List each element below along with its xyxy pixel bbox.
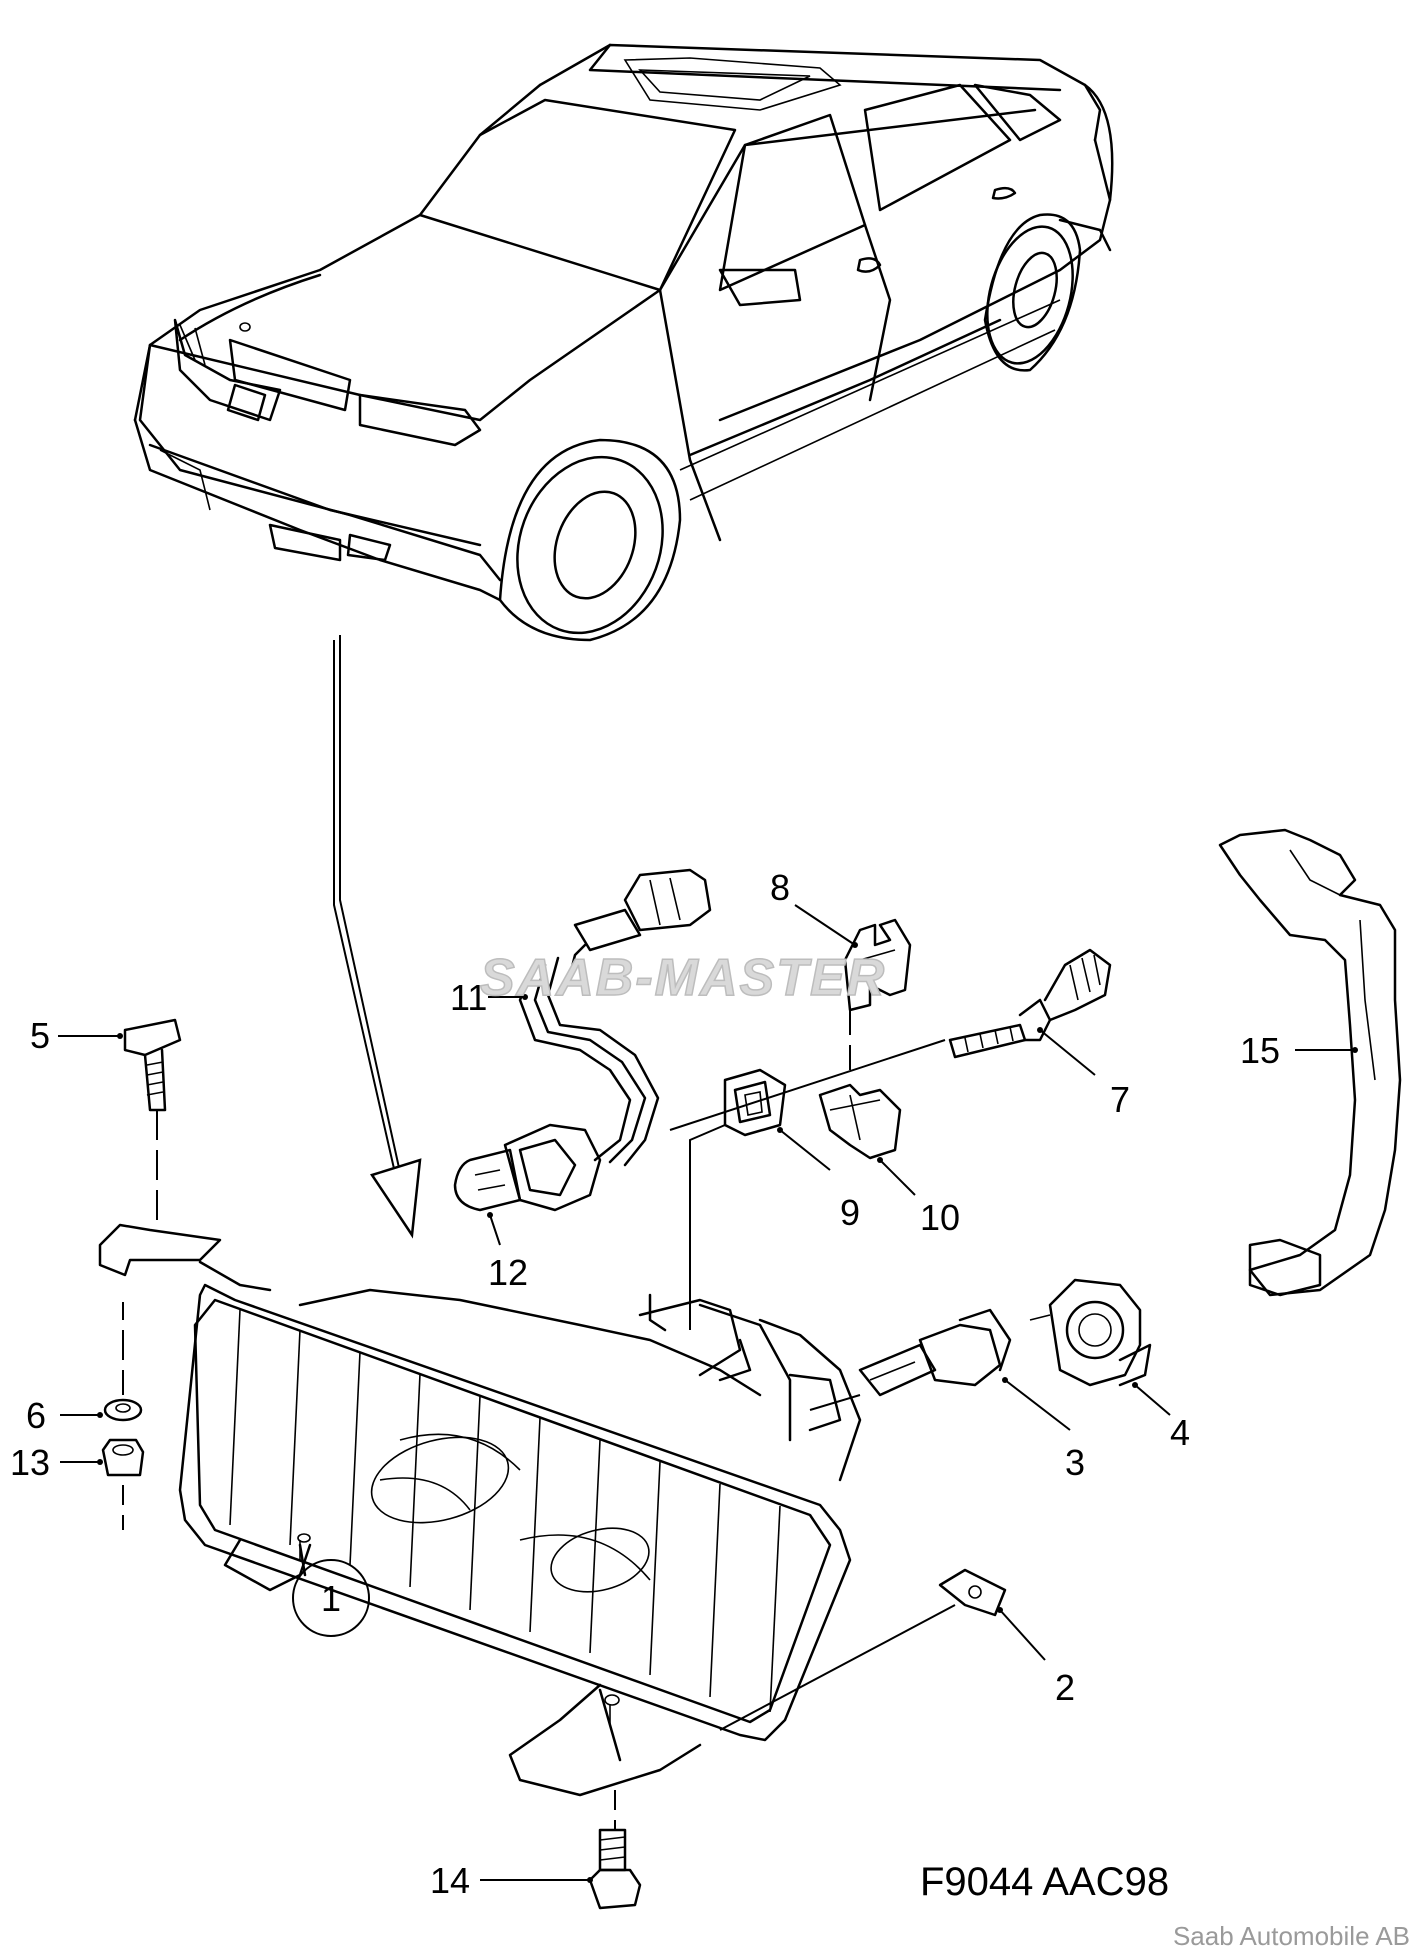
- callout-2-label: 2: [1055, 1667, 1075, 1708]
- part-10-clip: 10: [818, 1083, 960, 1238]
- part-15-cover-strip: 15: [1218, 828, 1402, 1297]
- copyright: Saab Automobile AB: [1173, 1921, 1410, 1951]
- part-7-adjusting-screw: 7: [669, 948, 1130, 1131]
- part-13-nut: 13: [10, 1438, 145, 1530]
- callout-8-label: 8: [770, 867, 790, 908]
- car-illustration: [133, 43, 1114, 642]
- lens-flutes: [229, 1309, 781, 1713]
- watermark: SAAB-MASTER: [480, 949, 886, 1007]
- callout-14-label: 14: [430, 1860, 470, 1901]
- part-2-clip-nut: 2: [719, 1568, 1075, 1731]
- part-5-adjuster-screw: 5: [30, 1015, 182, 1230]
- callout-7-label: 7: [1110, 1079, 1130, 1120]
- callout-9-label: 9: [840, 1192, 860, 1233]
- part-12-side-light-bulb: 12: [453, 1123, 602, 1293]
- part-14-screw: 14: [430, 1828, 642, 1910]
- callout-13-label: 13: [10, 1442, 50, 1483]
- callout-1: 1: [292, 1559, 370, 1637]
- callout-3-label: 3: [1065, 1442, 1085, 1483]
- callout-11-label: 11: [450, 977, 487, 1018]
- callout-4-label: 4: [1170, 1412, 1190, 1453]
- figure-code: F9044 AAC98: [920, 1860, 1169, 1904]
- callout-15-label: 15: [1240, 1030, 1280, 1071]
- headlamp-assembly: [98, 1223, 862, 1830]
- callout-12-label: 12: [488, 1252, 528, 1293]
- part-4-bulb-holder: 4: [1029, 1278, 1190, 1453]
- part-8-clip: 8: [770, 867, 912, 1070]
- part-6-washer: 6: [26, 1302, 143, 1436]
- part-9-socket: 9: [689, 1068, 860, 1330]
- callout-1-label: 1: [321, 1578, 341, 1619]
- callout-10-label: 10: [920, 1197, 960, 1238]
- part-3-bulb: 3: [809, 1308, 1085, 1483]
- part-11-wiring-harness: 11: [450, 868, 712, 1167]
- callout-5-label: 5: [30, 1015, 50, 1056]
- location-arrow: [333, 635, 422, 1239]
- callout-6-label: 6: [26, 1395, 46, 1436]
